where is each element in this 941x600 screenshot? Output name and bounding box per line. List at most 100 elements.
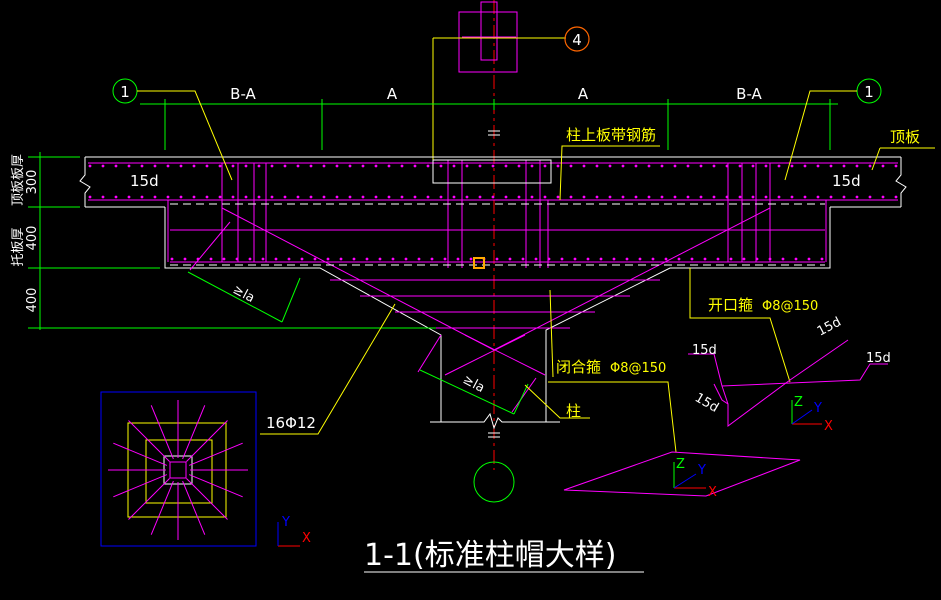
rebar-dot xyxy=(244,195,248,199)
rebar-dot xyxy=(417,257,421,261)
rebar-dot xyxy=(521,257,525,261)
rebar-dot xyxy=(114,195,118,199)
rebar-dot xyxy=(803,164,807,168)
rebar-dot xyxy=(218,164,222,168)
rebar-dot xyxy=(443,257,447,261)
dim-400-bottom: 400 xyxy=(25,288,40,313)
hook-label-1: 15d xyxy=(692,343,717,358)
column-head-box xyxy=(432,159,552,184)
rebar-dot xyxy=(842,164,846,168)
plan-bar xyxy=(188,442,243,466)
rebar-dot xyxy=(517,164,521,168)
rebar-dot xyxy=(751,195,755,199)
rebar-dot xyxy=(439,164,443,168)
rebar-dot xyxy=(599,257,603,261)
rebar-dot xyxy=(400,164,404,168)
rebar-dot xyxy=(768,257,772,261)
rebar-dot xyxy=(413,195,417,199)
svg-text:1: 1 xyxy=(864,83,874,101)
rebar-dot xyxy=(868,195,872,199)
rebar-dot xyxy=(703,257,707,261)
rebar-dot xyxy=(170,257,174,261)
svg-text:Z: Z xyxy=(676,457,685,472)
left-dimension-line xyxy=(28,152,436,330)
rebar-dot xyxy=(335,195,339,199)
rebar-dot xyxy=(586,257,590,261)
rebar-dot xyxy=(716,257,720,261)
rebar-dot xyxy=(595,195,599,199)
rebar-dot xyxy=(391,257,395,261)
rebar-dot xyxy=(608,195,612,199)
rebar-dot xyxy=(764,164,768,168)
rebar-dot xyxy=(352,257,356,261)
rebar-dot xyxy=(270,164,274,168)
rebar-dot xyxy=(729,257,733,261)
svg-text:Y: Y xyxy=(697,463,706,478)
rebar-dot xyxy=(621,164,625,168)
label-closed-stirrup-spec: Φ8@150 xyxy=(610,361,666,376)
column-section-top xyxy=(458,1,518,73)
rebar-dot xyxy=(690,257,694,261)
rebar-dot xyxy=(374,164,378,168)
plan-bar xyxy=(186,420,228,462)
open-stirrup-iso xyxy=(688,339,888,427)
label-anchor-left: 15d xyxy=(130,172,159,190)
rebar-dot xyxy=(699,195,703,199)
rebar-dot xyxy=(829,195,833,199)
rebar-dot xyxy=(517,195,521,199)
slab-rebar xyxy=(88,160,898,413)
label-bars: 16Φ12 xyxy=(266,414,316,432)
rebar-dot xyxy=(573,257,577,261)
rebar-dot xyxy=(248,257,252,261)
rebar-dot xyxy=(556,164,560,168)
rebar-dot xyxy=(287,257,291,261)
svg-text:X: X xyxy=(708,485,717,500)
plan-view xyxy=(100,391,257,547)
rebar-dot xyxy=(153,164,157,168)
plan-bar xyxy=(150,405,174,460)
rebar-dot xyxy=(387,164,391,168)
rebar-dot xyxy=(452,164,456,168)
label-drop-panel-thickness: 托板厚 xyxy=(11,227,26,266)
rebar-dot xyxy=(556,195,560,199)
rebar-dot xyxy=(322,195,326,199)
dim-300: 300 xyxy=(25,170,40,195)
rebar-dot xyxy=(751,164,755,168)
rebar-dot xyxy=(140,164,144,168)
rebar-dot xyxy=(257,195,261,199)
rebar-dot xyxy=(361,195,365,199)
svg-text:X: X xyxy=(824,419,833,434)
rebar-dot xyxy=(183,257,187,261)
svg-text:Y: Y xyxy=(281,515,290,530)
rebar-dot xyxy=(673,164,677,168)
rebar-dot xyxy=(495,257,499,261)
rebar-dot xyxy=(88,164,92,168)
rebar-dot xyxy=(569,164,573,168)
rebar-dot xyxy=(469,257,473,261)
hook-label-3: 15d xyxy=(815,315,844,340)
bottom-column-circle xyxy=(473,461,515,503)
rebar-dot xyxy=(504,195,508,199)
rebar-dot xyxy=(205,164,209,168)
svg-text:Z: Z xyxy=(794,395,803,410)
rebar-dot xyxy=(816,164,820,168)
lap-dimension-right xyxy=(419,369,529,415)
rebar-dot xyxy=(274,257,278,261)
rebar-dot xyxy=(430,257,434,261)
rebar-dot xyxy=(261,257,265,261)
rebar-dot xyxy=(634,164,638,168)
rebar-dot xyxy=(569,195,573,199)
rebar-dot xyxy=(88,195,92,199)
rebar-dot xyxy=(686,195,690,199)
rebar-dot xyxy=(755,257,759,261)
rebar-dot xyxy=(881,164,885,168)
break-marks xyxy=(488,130,500,438)
plan-bar xyxy=(182,480,206,535)
rebar-dot xyxy=(534,257,538,261)
rebar-dot xyxy=(257,164,261,168)
rebar-dot xyxy=(222,257,226,261)
rebar-dot xyxy=(339,257,343,261)
rebar-dot xyxy=(296,164,300,168)
slab-outline xyxy=(79,156,907,208)
rebar-dot xyxy=(638,257,642,261)
